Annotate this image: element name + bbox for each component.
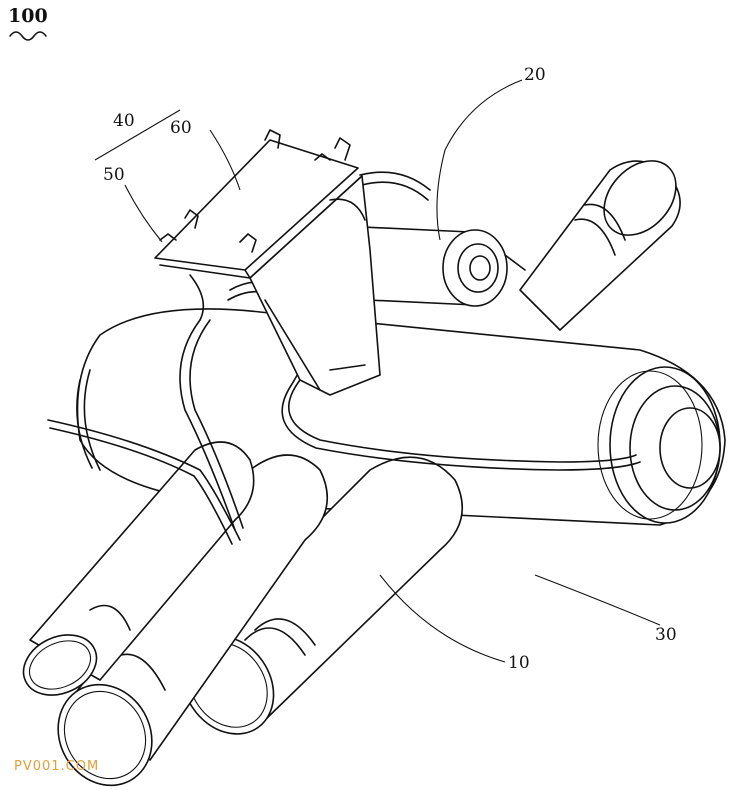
- outlet-middle-end: [57, 683, 153, 787]
- label-50: 50: [103, 165, 125, 185]
- label-40: 40: [113, 111, 135, 131]
- label-10: 10: [508, 653, 530, 673]
- label-20: 20: [524, 65, 546, 85]
- outlet-pipes: [22, 441, 463, 787]
- bracket-assembly: [154, 129, 381, 396]
- label-60: 60: [170, 118, 192, 138]
- label-30: 30: [655, 625, 677, 645]
- figure-number-label: 100: [8, 5, 48, 27]
- lower-bracket: [249, 175, 381, 396]
- upper-plate: [154, 139, 359, 271]
- rear-pipe: [519, 160, 681, 331]
- figure-number-tilde: [9, 31, 47, 41]
- watermark: PV001.COM: [14, 759, 99, 774]
- leader-lines: [94, 79, 661, 663]
